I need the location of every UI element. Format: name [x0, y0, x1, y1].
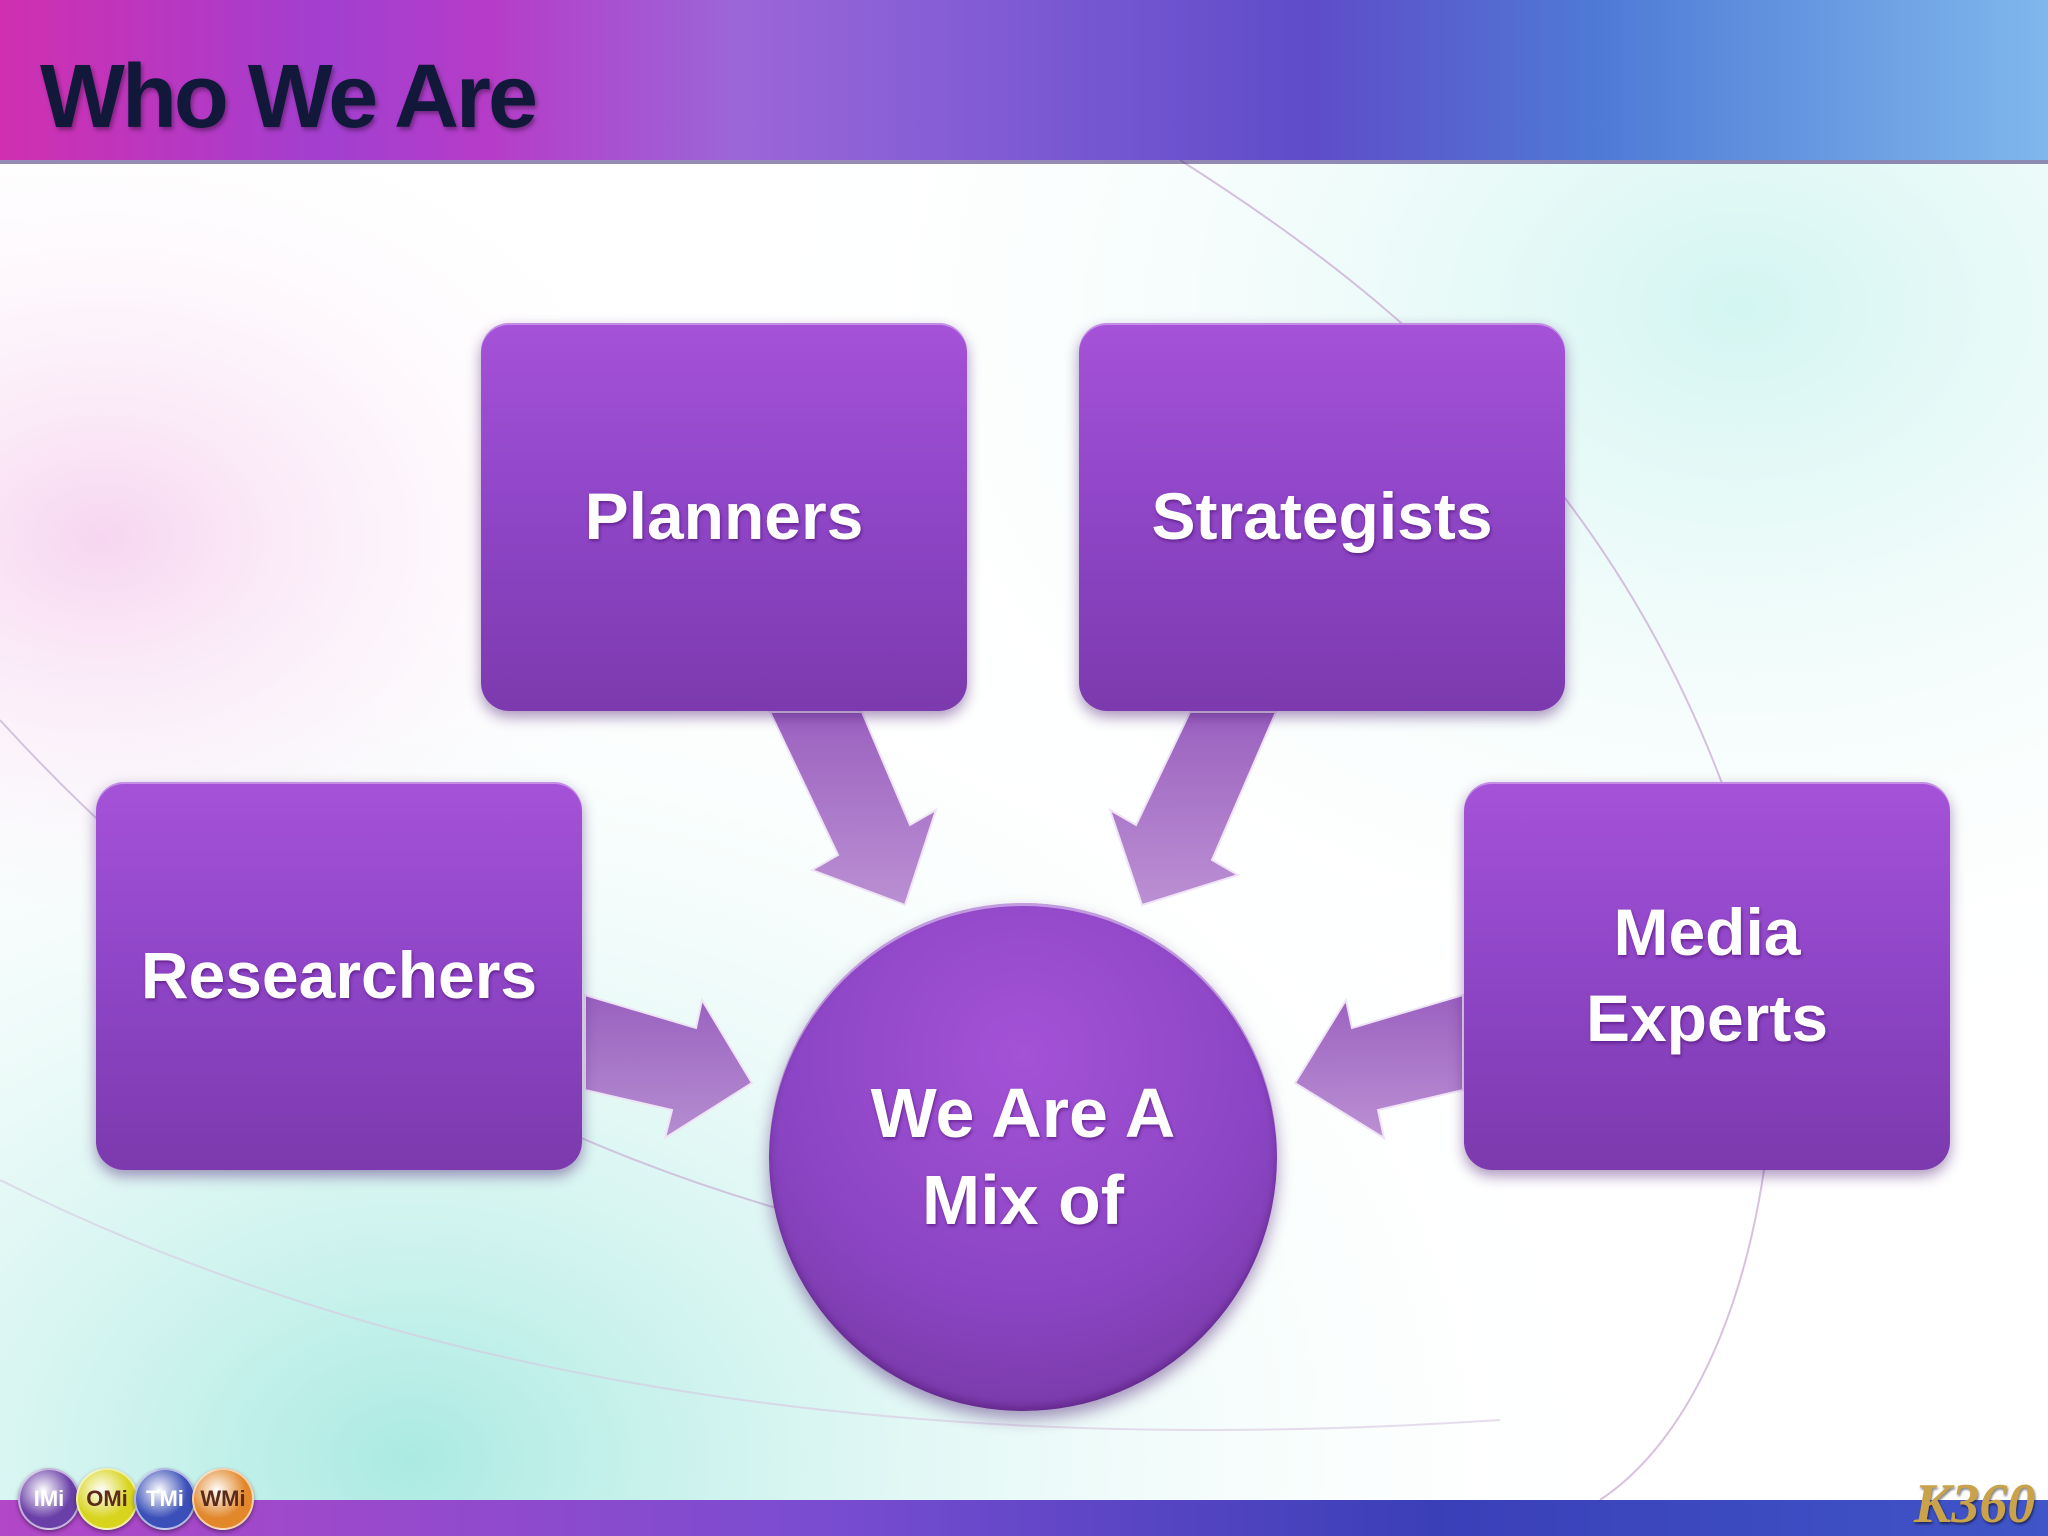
center-label-line1: We Are A	[870, 1073, 1176, 1152]
omi-logo: OMi	[76, 1468, 138, 1530]
k360-logo: K360	[1914, 1473, 2036, 1535]
strategists-label: Strategists	[1151, 479, 1493, 554]
tmi-logo: TMi	[134, 1468, 196, 1530]
arrow-strategists-to-center	[1108, 711, 1278, 907]
media-experts-box: Media Experts	[1464, 782, 1950, 1170]
planners-label: Planners	[584, 479, 864, 554]
media-experts-label-line2: Experts	[1585, 981, 1829, 1055]
slide-title: Who We Are	[40, 47, 538, 147]
arrow-planners-to-center	[768, 711, 938, 907]
center-label-line2: Mix of	[921, 1161, 1125, 1239]
imi-logo: IMi	[18, 1468, 80, 1530]
header-divider	[0, 160, 2048, 164]
header-band	[0, 0, 2048, 160]
arrow-media-experts-to-center	[1293, 993, 1464, 1141]
researchers-label: Researchers	[140, 938, 538, 1013]
wmi-logo: WMi	[192, 1468, 254, 1530]
researchers-box: Researchers	[96, 782, 582, 1170]
strategists-box: Strategists	[1079, 323, 1565, 711]
center-circle: We Are A Mix of	[769, 903, 1277, 1411]
planners-box: Planners	[481, 323, 967, 711]
footer-bar	[0, 1500, 2048, 1536]
arrow-researchers-to-center	[584, 993, 754, 1141]
media-experts-label-line1: Media	[1613, 895, 1801, 970]
footer-badges: IMi OMi TMi WMi	[18, 1468, 254, 1530]
